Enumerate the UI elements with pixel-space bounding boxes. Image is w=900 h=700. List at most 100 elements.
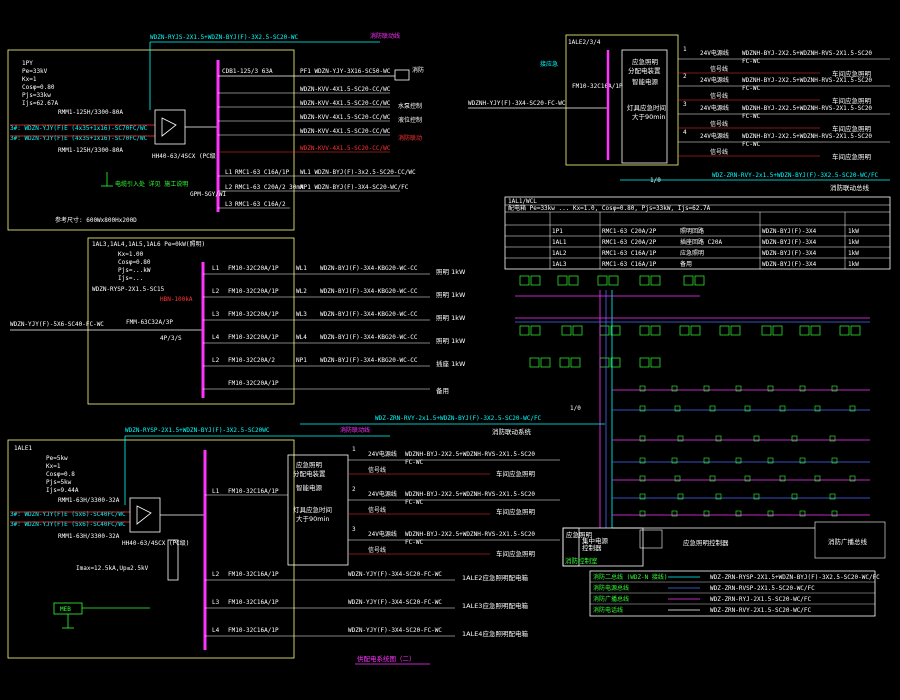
svg-text:1: 1 — [352, 446, 356, 453]
svg-text:接应急: 接应急 — [540, 60, 558, 68]
svg-text:照明 1kW: 照明 1kW — [436, 268, 466, 276]
branch-device — [639, 435, 646, 442]
branch-device — [831, 457, 838, 464]
ats-label: HH40-63/4SCX (PC级) — [152, 152, 219, 160]
branch-device — [753, 435, 760, 442]
svg-text:RMC1-63 C20A/2P: RMC1-63 C20A/2P — [602, 239, 657, 246]
branch-device — [767, 385, 774, 392]
svg-text:控制器: 控制器 — [582, 543, 602, 552]
svg-text:Cosφ=0.8: Cosφ=0.8 — [46, 471, 75, 478]
svg-text:WDZ-ZRN-RVY-2x1.5+WDZN-BYJ(F)-: WDZ-ZRN-RVY-2x1.5+WDZN-BYJ(F)-3X2.5-SC20… — [712, 172, 879, 179]
legend: 消防二总线 (WDZ-N 接线) WDZ-ZRN-RYSP-2X1.5+WDZN… — [589, 570, 880, 617]
svg-text:FC-WC: FC-WC — [405, 539, 423, 546]
detector-device — [679, 325, 690, 336]
svg-text:L1: L1 — [225, 169, 233, 176]
incoming-cable: WDZN-YJY(F)-5X6-SC40-FC-WC — [10, 321, 104, 328]
svg-text:消防电话线: 消防电话线 — [593, 606, 623, 614]
svg-text:Ijs=9.44A: Ijs=9.44A — [46, 487, 79, 494]
svg-text:WDZNH-BYJ-2X2.5+WDZNH-RVS-2X1.: WDZNH-BYJ-2X2.5+WDZNH-RVS-2X1.5-SC20 — [405, 531, 535, 538]
svg-text:1AL1: 1AL1 — [552, 239, 567, 246]
branch-device — [744, 405, 751, 412]
svg-text:消防二总线 (WDZ-N 接线): 消防二总线 (WDZ-N 接线) — [593, 573, 668, 581]
svg-text:消防联动: 消防联动 — [398, 134, 422, 142]
svg-text:消防联动线: 消防联动线 — [370, 32, 400, 40]
module-device — [608, 275, 619, 286]
svg-text:WDZN-YJY(F)-3X4-SC20-FC-WC: WDZN-YJY(F)-3X4-SC20-FC-WC — [348, 627, 442, 634]
svg-text:应急照明: 应急照明 — [632, 57, 659, 66]
branch-device — [829, 435, 836, 442]
svg-text:WDZN-YJY(F)-3X4-SC20-FC-WC: WDZN-YJY(F)-3X4-SC20-FC-WC — [348, 571, 442, 578]
svg-text:WDZN-BYJ(F)-3X4: WDZN-BYJ(F)-3X4 — [762, 250, 817, 257]
svg-text:消防联动线: 消防联动线 — [340, 426, 370, 434]
panel-frame — [87, 237, 295, 405]
svg-text:WDZ-ZRN-RVY-2X1.5-SC20-WC/FC: WDZ-ZRN-RVY-2X1.5-SC20-WC/FC — [710, 607, 812, 614]
detector-device — [519, 325, 530, 336]
svg-text:信号线: 信号线 — [710, 65, 728, 73]
branch-device — [799, 457, 806, 464]
detector-device — [761, 325, 772, 336]
detector-device — [597, 275, 608, 286]
params-block: 1PY Pe=33kV Kx=1 Cosφ=0.80 Pjs=33kw Ijs=… — [22, 60, 59, 107]
module-device — [772, 325, 783, 336]
svg-text:FC-WC: FC-WC — [405, 459, 423, 466]
svg-text:WDZN-BYJ(F)-3X4: WDZN-BYJ(F)-3X4 — [762, 239, 817, 246]
svg-text:RMC1-63 C20A/2P: RMC1-63 C20A/2P — [602, 228, 657, 235]
svg-text:1ALE3应急照明配电箱: 1ALE3应急照明配电箱 — [462, 601, 528, 610]
svg-text:WL1 WDZN-BYJ(F)-3x2.5-SC20-CC/: WL1 WDZN-BYJ(F)-3x2.5-SC20-CC/WC — [300, 169, 416, 176]
detector-device — [639, 357, 650, 368]
svg-text:RMM1-63H/3300-32A: RMM1-63H/3300-32A — [58, 497, 120, 504]
svg-text:L2: L2 — [212, 571, 220, 578]
branch-device — [735, 385, 742, 392]
svg-text:备用: 备用 — [680, 260, 692, 268]
motor-icon — [394, 69, 410, 81]
svg-text:FM10-32C20A/1P: FM10-32C20A/1P — [228, 265, 279, 272]
svg-text:Pjs=33kw: Pjs=33kw — [22, 92, 51, 99]
module-device — [568, 275, 579, 286]
branch-device — [639, 475, 646, 482]
svg-text:1kW: 1kW — [848, 250, 859, 257]
svg-text:1AL3,1AL4,1AL5,1AL6 Pe=0kW(照明: 1AL3,1AL4,1AL5,1AL6 Pe=0kW(照明) — [92, 241, 205, 248]
svg-text:1kW: 1kW — [848, 261, 859, 268]
svg-text:应急照明: 应急照明 — [566, 530, 593, 539]
module-device — [530, 275, 541, 286]
svg-text:4P/3/S: 4P/3/S — [160, 335, 182, 342]
svg-text:WDZNH-BYJ-2X2.5+WDZNH-RVS-2X1.: WDZNH-BYJ-2X2.5+WDZNH-RVS-2X1.5-SC20 — [742, 133, 872, 140]
svg-text:WL2: WL2 — [296, 288, 307, 295]
svg-text:WDZN-KVV-4X1.5-SC20-CC/WC: WDZN-KVV-4X1.5-SC20-CC/WC — [300, 114, 391, 121]
branch-device — [671, 385, 678, 392]
svg-text:车间应急照明: 车间应急照明 — [496, 549, 536, 558]
svg-text:3: 3 — [683, 101, 687, 108]
svg-text:WDZN-KVV-4X1.5-SC20-CC/WC: WDZN-KVV-4X1.5-SC20-CC/WC — [300, 86, 391, 93]
drawing-title: 供配电系统图（二） — [357, 654, 416, 663]
cable-a: 3#: WDZN-YJY(F)E (4x35+1x16)-SC70FC/WC — [10, 125, 148, 132]
svg-text:Imax=12.5kA,Up≤2.5kV: Imax=12.5kA,Up≤2.5kV — [76, 565, 149, 572]
branch-device — [639, 457, 646, 464]
svg-text:WDZN-BYJ(F)-3X4-KBG20-WC-CC: WDZN-BYJ(F)-3X4-KBG20-WC-CC — [320, 311, 418, 318]
module-device — [540, 357, 551, 368]
svg-text:Ijs=62.67A: Ijs=62.67A — [22, 100, 59, 107]
svg-text:插座回路 C20A: 插座回路 C20A — [680, 238, 722, 246]
svg-text:消防: 消防 — [412, 66, 424, 74]
detector-device — [639, 325, 650, 336]
svg-text:L4: L4 — [212, 334, 220, 341]
detector-device — [519, 275, 530, 286]
svg-text:FC-WC: FC-WC — [742, 113, 760, 120]
cable-b: 3#: WDZN-YJY(F)E (4x35+1x16)-SC70FC/WC — [10, 135, 148, 142]
branch-device — [814, 405, 821, 412]
svg-text:RMM1-63H/3300-32A: RMM1-63H/3300-32A — [58, 533, 120, 540]
svg-text:车间应急照明: 车间应急照明 — [496, 507, 536, 516]
svg-text:3#: WDZN-YJY(F)E (5x6)-SC40FC/: 3#: WDZN-YJY(F)E (5x6)-SC40FC/WC — [10, 521, 126, 528]
branch-device — [703, 510, 710, 517]
svg-text:FM10-32C20A/2: FM10-32C20A/2 — [228, 357, 275, 364]
feed-label: WDZN-RYJS-2X1.5+WDZN-BYJ(F)-3X2.5-SC20-W… — [150, 34, 298, 41]
branch-device — [779, 475, 786, 482]
svg-text:WDZN-BYJ(F)-3X4-KBG20-WC-CC: WDZN-BYJ(F)-3X4-KBG20-WC-CC — [320, 265, 418, 272]
svg-text:L3: L3 — [212, 311, 220, 318]
detector-device — [719, 325, 730, 336]
module-device — [690, 325, 701, 336]
svg-text:车间应急照明: 车间应急照明 — [496, 469, 536, 478]
module-device — [730, 325, 741, 336]
detector-device — [799, 325, 810, 336]
branch-device — [779, 405, 786, 412]
